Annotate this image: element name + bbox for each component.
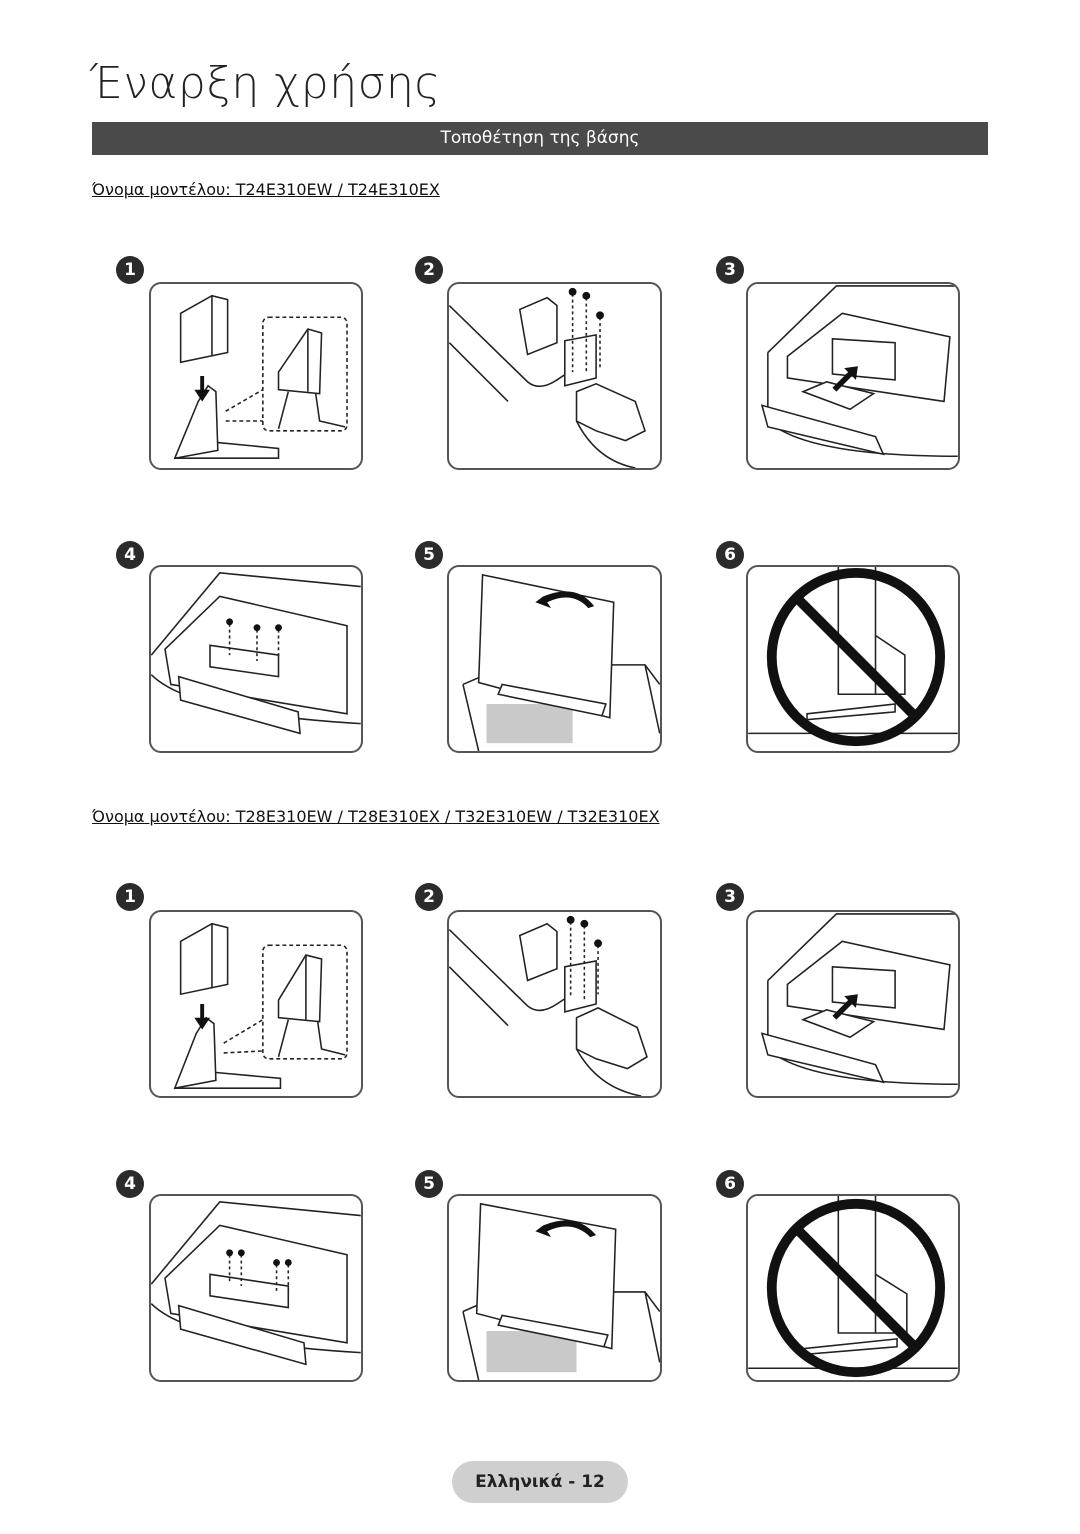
step-number-2: 2	[415, 256, 443, 284]
step-number-3: 3	[716, 256, 744, 284]
step-number-6: 6	[716, 1170, 744, 1198]
tv-upright-rotate-illustration	[447, 565, 662, 753]
model-label-group-2: Όνομα μοντέλου: T28E310EW / T28E310EX / …	[92, 807, 660, 826]
tv-upright-rotate-illustration	[447, 1194, 662, 1382]
screw-stand-to-tv-illustration	[149, 565, 363, 753]
step-number-4: 4	[116, 1170, 144, 1198]
step-number-5: 5	[415, 1170, 443, 1198]
screw-neck-to-base-illustration	[447, 910, 662, 1098]
step-number-2: 2	[415, 883, 443, 911]
screw-neck-to-base-illustration	[447, 282, 662, 470]
step-number-3: 3	[716, 883, 744, 911]
page-number-badge: Ελληνικά - 12	[452, 1461, 628, 1503]
step-number-6: 6	[716, 541, 744, 569]
step-number-1: 1	[116, 256, 144, 284]
stand-neck-insert-illustration	[149, 910, 363, 1098]
step-number-5: 5	[415, 541, 443, 569]
do-not-hold-by-stand-illustration	[746, 565, 960, 753]
do-not-hold-by-stand-illustration	[746, 1194, 960, 1382]
attach-stand-to-tv-illustration	[746, 282, 960, 470]
step-number-1: 1	[116, 883, 144, 911]
screw-stand-to-tv-illustration	[149, 1194, 363, 1382]
attach-stand-to-tv-illustration	[746, 910, 960, 1098]
section-title-bar: Τοποθέτηση της βάσης	[92, 122, 988, 155]
step-number-4: 4	[116, 541, 144, 569]
page-title: Έναρξη χρήσης	[90, 58, 441, 109]
stand-neck-insert-illustration	[149, 282, 363, 470]
model-label-group-1: Όνομα μοντέλου: T24E310EW / T24E310EX	[92, 180, 440, 199]
